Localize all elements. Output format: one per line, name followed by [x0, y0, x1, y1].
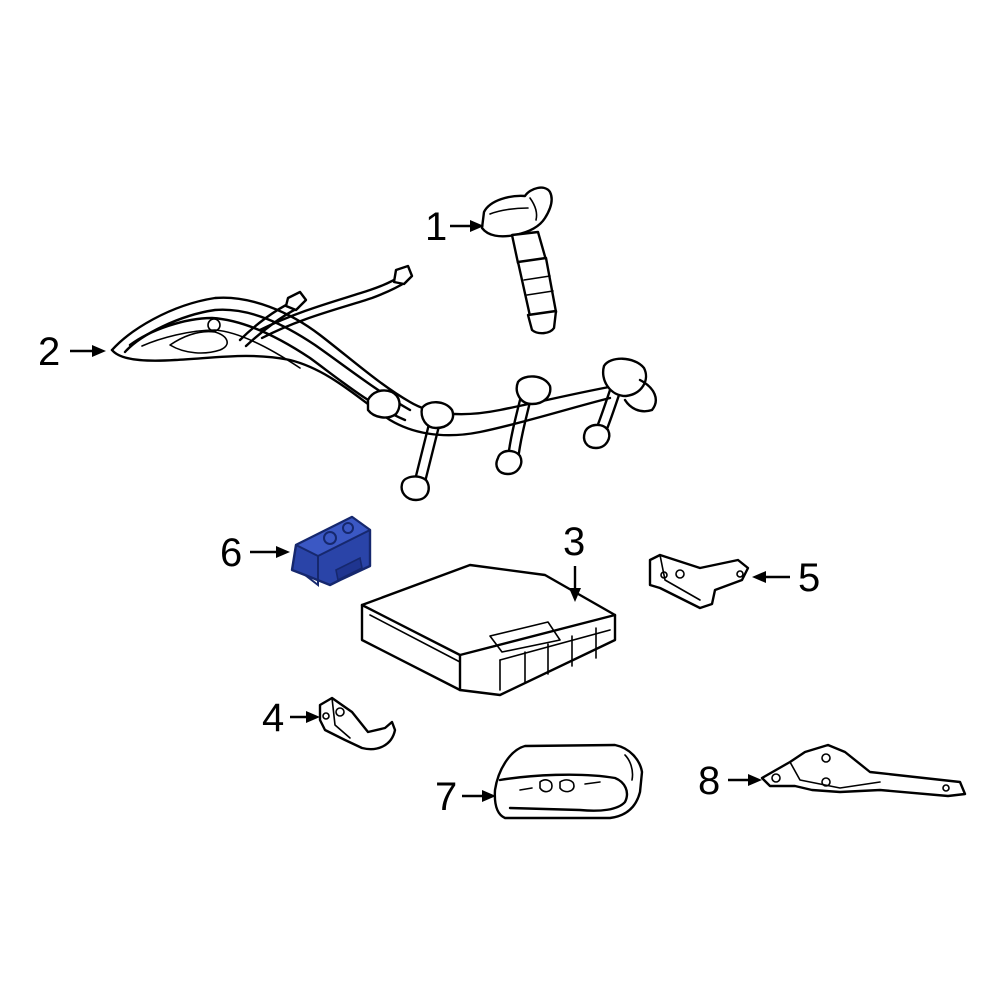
part-7-control-module[interactable] — [493, 743, 644, 820]
callout-4[interactable]: 4 — [262, 696, 285, 740]
callout-1[interactable]: 1 — [425, 205, 448, 249]
part-5-mounting-bracket[interactable] — [648, 553, 750, 610]
callout-7[interactable]: 7 — [435, 775, 458, 819]
callout-2[interactable]: 2 — [38, 330, 61, 374]
leader-arrows — [70, 220, 790, 802]
part-8-support-bracket[interactable] — [760, 743, 967, 798]
part-6-ecm-bracket[interactable] — [290, 515, 372, 588]
part-4-mounting-bracket[interactable] — [318, 696, 397, 751]
part-2-spark-plug-wires[interactable] — [110, 264, 657, 502]
callout-3[interactable]: 3 — [563, 520, 586, 564]
part-3-engine-control-module[interactable] — [360, 563, 617, 697]
callout-5[interactable]: 5 — [798, 556, 821, 600]
callout-6[interactable]: 6 — [220, 531, 243, 575]
callout-8[interactable]: 8 — [698, 759, 721, 803]
part-1-ignition-coil[interactable] — [480, 186, 558, 335]
